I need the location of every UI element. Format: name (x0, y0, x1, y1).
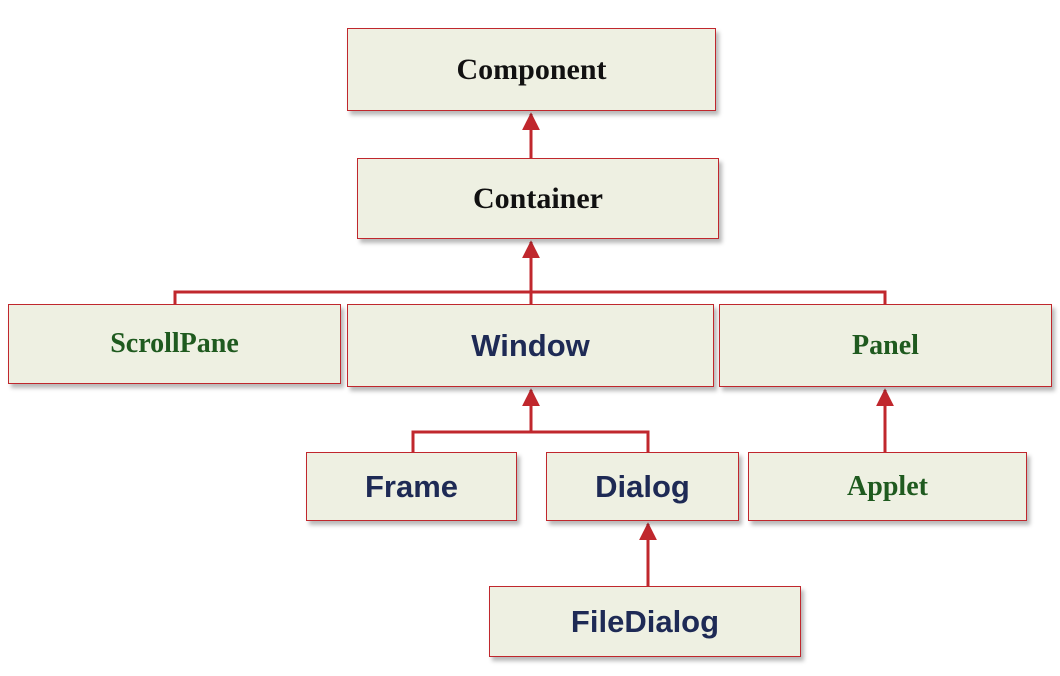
node-panel: Panel (719, 304, 1052, 387)
node-filedialog: FileDialog (489, 586, 801, 657)
node-dialog: Dialog (546, 452, 739, 521)
node-applet: Applet (748, 452, 1027, 521)
node-component: Component (347, 28, 716, 111)
node-panel-label: Panel (852, 329, 919, 361)
node-frame: Frame (306, 452, 517, 521)
node-scrollpane-label: ScrollPane (110, 328, 239, 359)
node-scrollpane: ScrollPane (8, 304, 341, 384)
node-filedialog-label: FileDialog (570, 603, 720, 639)
node-dialog-label: Dialog (595, 468, 690, 504)
node-container-label: Container (473, 181, 603, 215)
node-window-label: Window (471, 327, 590, 363)
node-component-label: Component (456, 52, 607, 86)
connector-container-children (173, 290, 887, 304)
node-window: Window (347, 304, 714, 387)
node-frame-label: Frame (364, 468, 459, 504)
node-container: Container (357, 158, 719, 239)
node-applet-label: Applet (847, 470, 928, 502)
connector-window-children (411, 430, 650, 452)
